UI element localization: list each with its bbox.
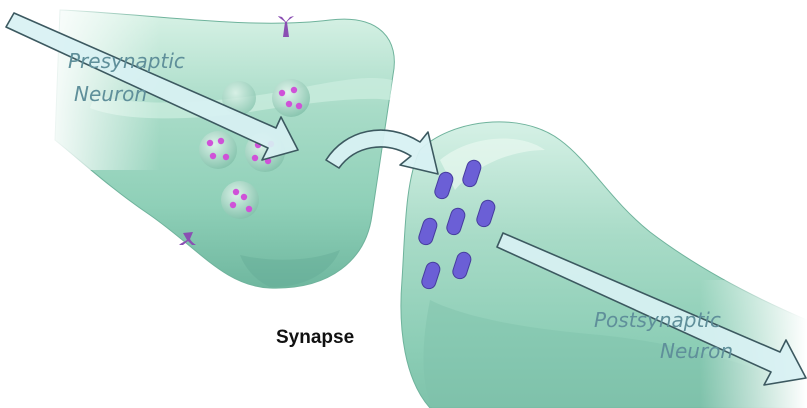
postsynaptic-label-line1: Postsynaptic — [594, 308, 721, 332]
vesicle-icon — [272, 79, 310, 117]
presynaptic-label-line1: Presynaptic — [68, 49, 185, 73]
vesicle-icon — [221, 181, 259, 219]
vesicle-icon — [199, 131, 237, 169]
presynaptic-label-line2: Neuron — [74, 82, 147, 106]
synapse-label: Synapse — [276, 327, 354, 348]
postsynaptic-label-line2: Neuron — [660, 339, 733, 363]
